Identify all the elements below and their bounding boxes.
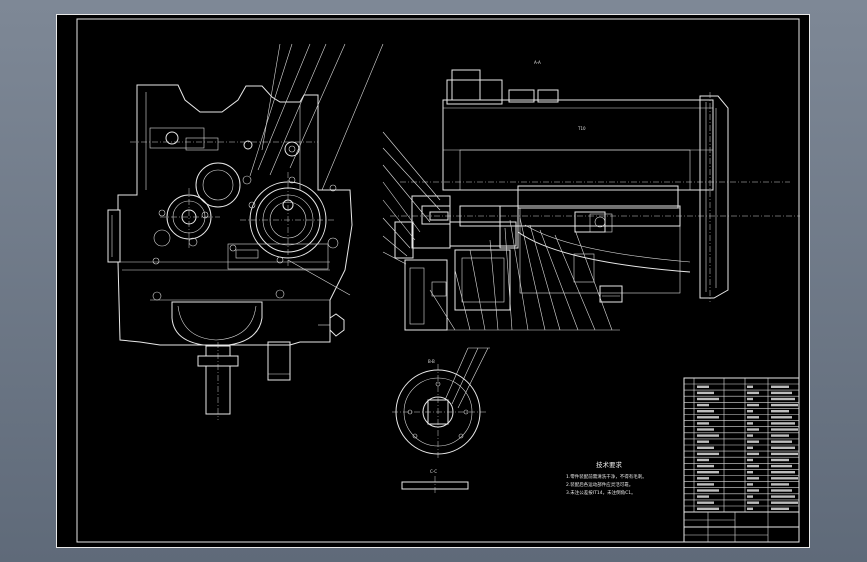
bom-cell-text — [697, 428, 714, 431]
bom-cell-text — [747, 477, 759, 480]
bom-cell-text — [747, 495, 753, 498]
bom-cell-text — [747, 428, 759, 431]
bom-cell-text — [697, 397, 719, 401]
technical-notes: 技术要求 1.零件装配前需清洗干净，不得有毛刺。 2.装配后各运动部件应灵活可靠… — [566, 460, 647, 496]
section-view-b: B-B C-C — [392, 347, 490, 494]
bom-cell-text — [747, 416, 759, 419]
dimension-label: T10 — [577, 126, 586, 131]
bom-cell-text — [771, 483, 789, 486]
bom-cell-text — [747, 483, 753, 486]
bom-cell-text — [697, 434, 719, 437]
bom-cell-text — [771, 446, 795, 449]
bom-cell-text — [771, 471, 795, 474]
bom-cell-text — [771, 464, 792, 468]
bom-cell-text — [697, 489, 719, 492]
bom-cell-text — [747, 489, 759, 492]
bom-cell-text — [771, 385, 789, 388]
bom-cell-text — [697, 391, 714, 395]
bom-cell-text — [747, 507, 753, 510]
tech-note-3: 3.未注公差按IT14，未注倒角C1。 — [566, 489, 636, 496]
front-view — [107, 43, 384, 420]
bom-cell-text — [697, 440, 709, 443]
bom-cell-text — [697, 477, 709, 480]
bom-cell-text — [771, 391, 792, 395]
bom-cell-text — [747, 410, 753, 413]
tech-note-1: 1.零件装配前需清洗干净，不得有毛刺。 — [566, 473, 647, 480]
bom-cell-text — [747, 434, 753, 437]
bom-cell-text — [771, 452, 798, 456]
bom-cell-text — [697, 422, 709, 425]
outer-border — [56, 14, 810, 548]
bom-cell-text — [697, 416, 719, 419]
bom-cell-text — [697, 385, 709, 388]
bom-cell-text — [771, 495, 795, 498]
bom-cell-text — [697, 483, 714, 486]
bom-cell-text — [747, 471, 753, 474]
bom-cell-text — [747, 458, 753, 462]
bom-cell-text — [747, 452, 759, 456]
bom-cell-text — [747, 440, 759, 443]
bom-cell-text — [747, 501, 759, 504]
bom-cell-text — [771, 440, 792, 443]
bom-cell-text — [771, 403, 798, 407]
bom-cell-text — [697, 452, 719, 456]
drawing-frame — [76, 18, 800, 543]
bom-cell-text — [697, 446, 714, 449]
bom-cell-text — [747, 464, 759, 468]
bom-cell-text — [697, 464, 714, 468]
section-label-a: A-A — [534, 60, 541, 65]
tech-notes-title: 技术要求 — [596, 460, 623, 469]
bom-cell-text — [697, 403, 709, 407]
bom-cell-text — [747, 385, 753, 388]
label-c: C-C — [430, 469, 437, 474]
bom-cell-text — [747, 403, 759, 407]
bom-cell-text — [747, 422, 753, 425]
bom-cell-text — [771, 410, 789, 413]
bom-cell-text — [747, 397, 753, 401]
section-label-b: B-B — [428, 359, 435, 364]
bom-cell-text — [771, 428, 798, 431]
bom-cell-text — [697, 458, 709, 462]
bom-cell-text — [771, 507, 789, 510]
tech-note-2: 2.装配后各运动部件应灵活可靠。 — [566, 481, 633, 488]
bom-cell-text — [771, 501, 798, 504]
parts-list-table — [683, 377, 800, 543]
section-view-a: A-A T10 — [382, 60, 800, 331]
bom-cell-text — [771, 416, 792, 419]
bom-cell-text — [747, 391, 759, 395]
bom-cell-text — [771, 458, 789, 462]
bom-cell-text — [697, 501, 714, 504]
bom-cell-text — [771, 477, 798, 480]
bom-cell-text — [697, 495, 709, 498]
bom-cell-text — [771, 434, 789, 437]
bom-cell-text — [771, 397, 795, 401]
bom-cell-text — [771, 422, 795, 425]
bom-cell-text — [771, 489, 792, 492]
bom-cell-text — [697, 410, 714, 413]
bom-cell-text — [747, 446, 753, 449]
bom-cell-text — [697, 471, 719, 474]
paper-area — [56, 14, 810, 548]
bom-cell-text — [697, 507, 719, 510]
